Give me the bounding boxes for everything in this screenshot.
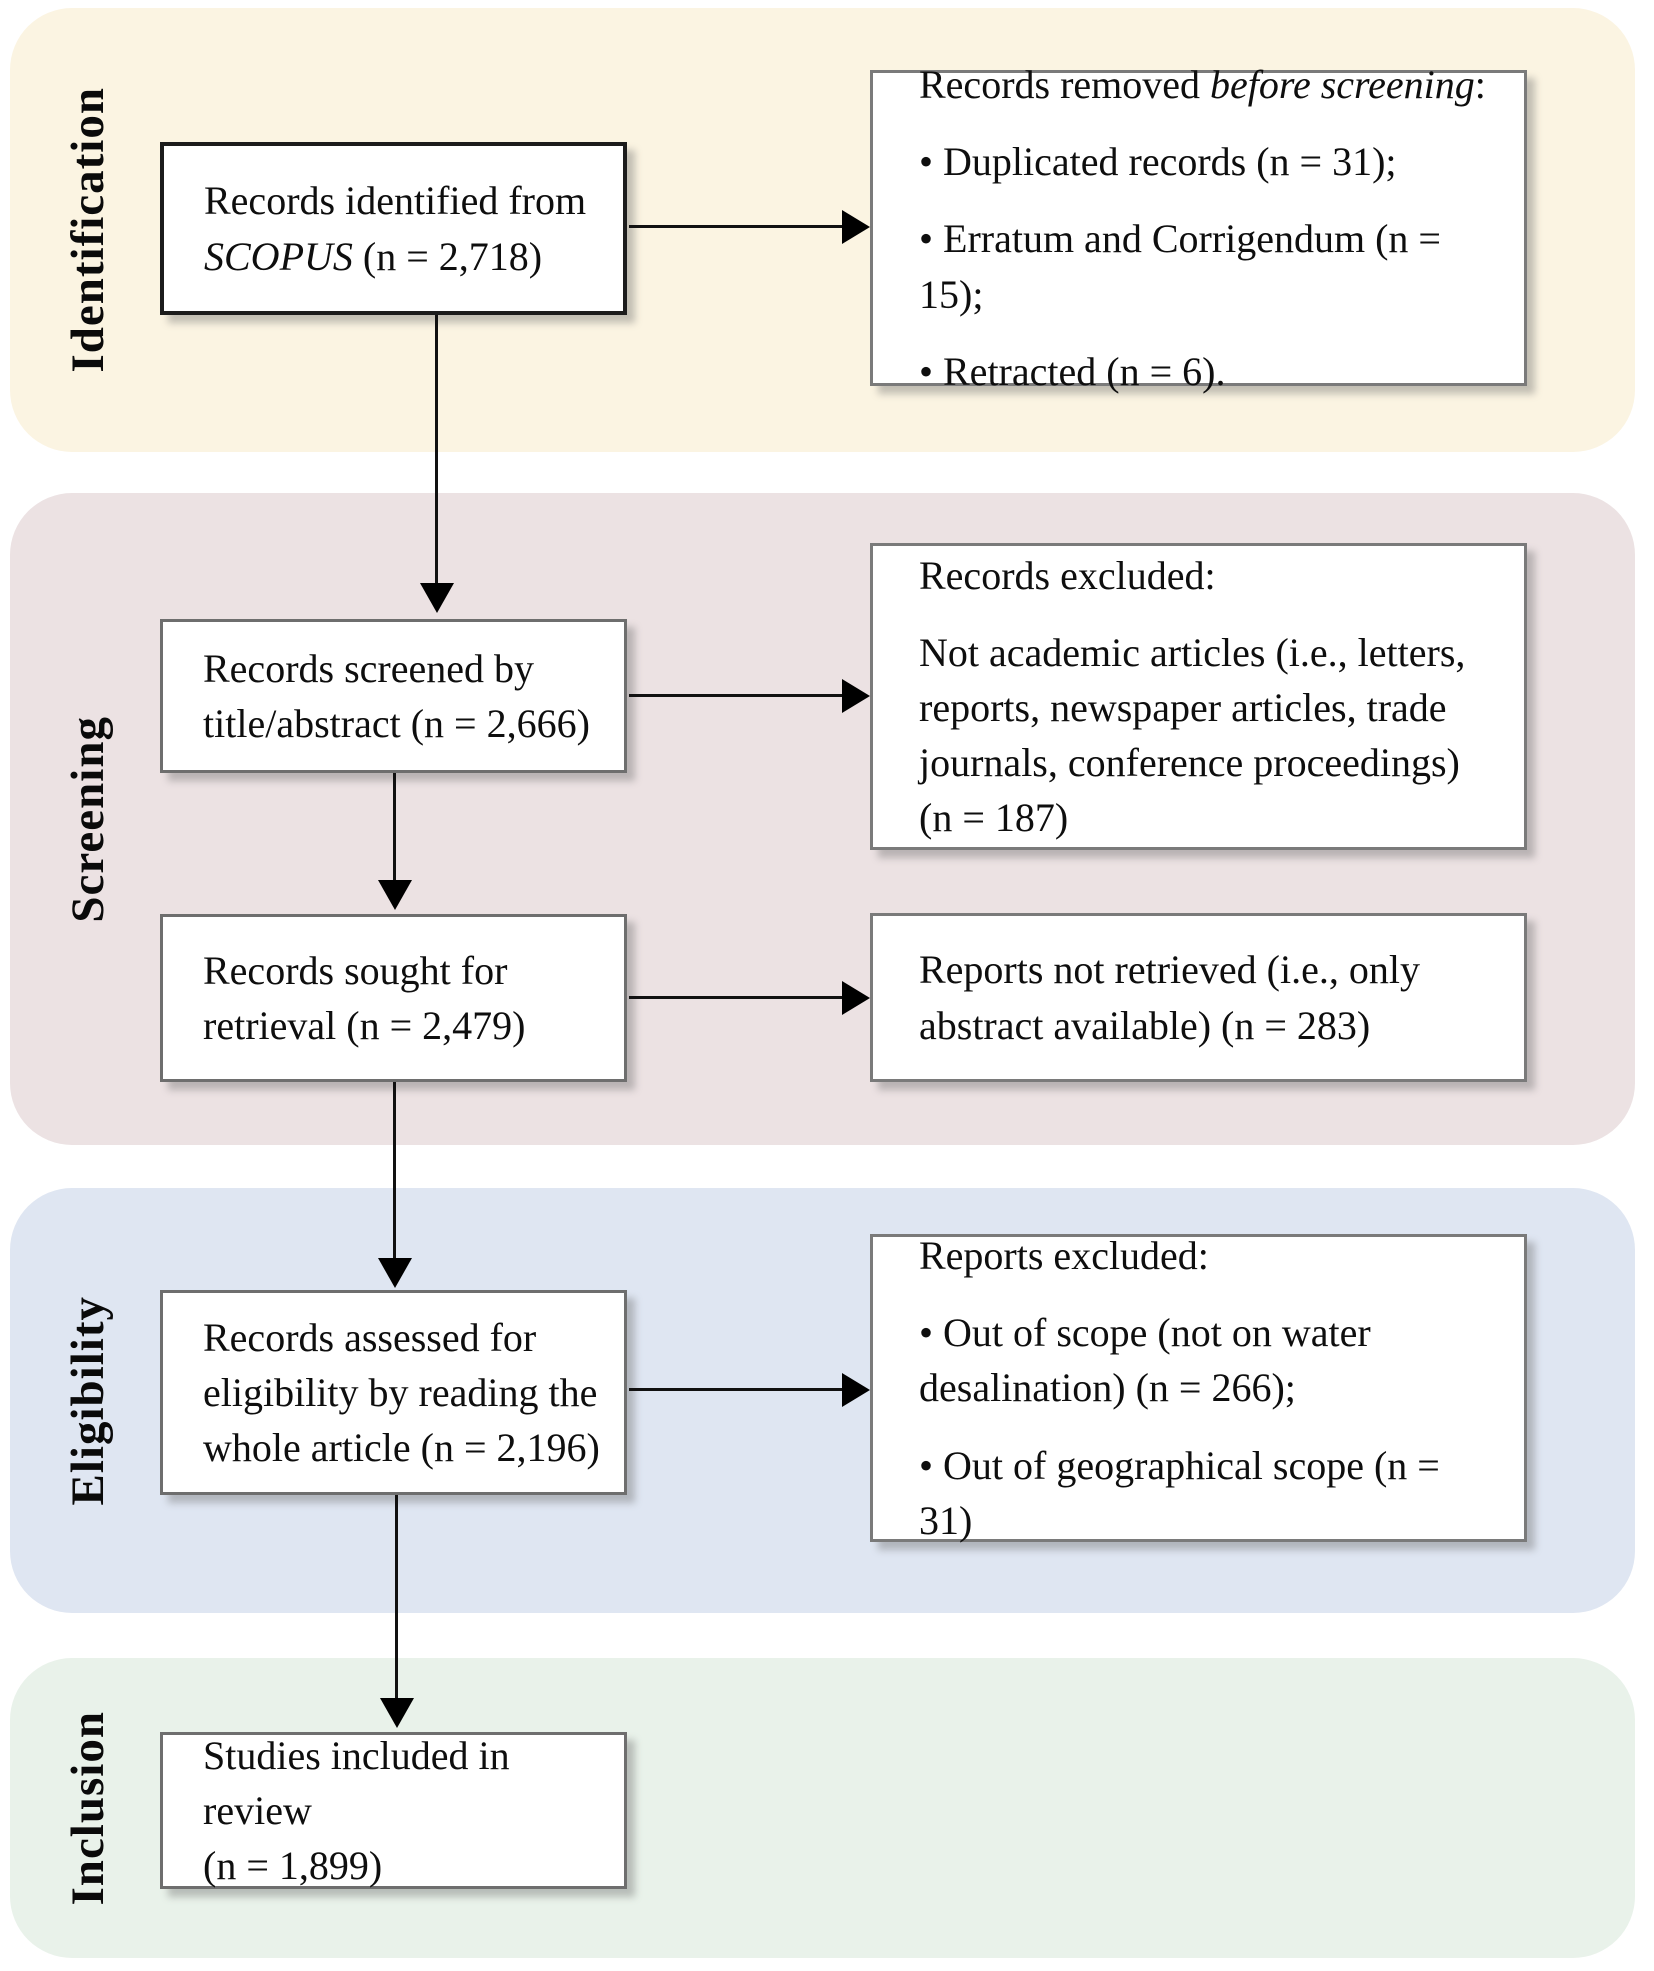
records-removed-box: Records removed before screening: • Dupl…	[870, 62, 1527, 394]
arrow-identified-to-removed-head-icon	[842, 210, 870, 244]
arrow-identified-to-removed-line	[629, 225, 844, 228]
records-removed-title: Records removed before screening:	[919, 57, 1500, 112]
records-screened-box: Records screened by title/abstract (n = …	[160, 619, 627, 773]
reports-excluded-title: Reports excluded:	[919, 1233, 1209, 1279]
eligibility-label: Eligibility	[36, 1188, 140, 1613]
records-sought-line1: Records sought for	[203, 947, 508, 993]
records-assessed-line3: whole article (n = 2,196)	[203, 1425, 600, 1471]
arrow-sought-to-not-retrieved-head-icon	[842, 981, 870, 1015]
reports-excluded-bullet-scope: • Out of scope (not on water desalinatio…	[919, 1305, 1500, 1415]
removed-bullet-erratum: • Erratum and Corrigendum (n = 15);	[919, 216, 1441, 317]
studies-included-box: Studies included in review (n = 1,899)	[160, 1732, 627, 1889]
arrow-assessed-to-reports-excluded-line	[629, 1388, 844, 1391]
reports-excluded-bullet-scope-line2: desalination) (n = 266);	[919, 1365, 1296, 1411]
records-identified-line1: Records identified from	[204, 178, 587, 224]
arrow-identified-to-screened-line	[435, 315, 438, 583]
reports-not-retrieved-box: Reports not retrieved (i.e., only abstra…	[870, 913, 1527, 1082]
arrow-screened-to-excluded-line	[629, 694, 844, 697]
removed-bullet-duplicated: • Duplicated records (n = 31);	[919, 139, 1397, 185]
arrow-screened-to-sought-line	[393, 773, 396, 880]
records-excluded-box: Records excluded: Not academic articles …	[870, 543, 1527, 850]
records-identified-line2: SCOPUS (n = 2,718)	[204, 229, 603, 284]
arrow-screened-to-sought-head-icon	[378, 880, 412, 910]
arrow-assessed-to-included-head-icon	[380, 1698, 414, 1728]
studies-included-line2: (n = 1,899)	[203, 1843, 383, 1889]
records-screened-line1: Records screened by	[203, 645, 534, 691]
records-identified-count: (n = 2,718)	[352, 233, 543, 279]
arrow-assessed-to-included-line	[395, 1495, 398, 1698]
records-assessed-line1: Records assessed for	[203, 1314, 537, 1360]
inclusion-label-text: Inclusion	[62, 1710, 114, 1906]
arrow-sought-to-not-retrieved-line	[629, 996, 844, 999]
reports-excluded-bullet-scope-line1: • Out of scope (not on water	[919, 1310, 1371, 1356]
arrow-sought-to-assessed-line	[393, 1082, 396, 1258]
records-removed-title-suffix: :	[1474, 62, 1486, 108]
records-sought-box: Records sought for retrieval (n = 2,479)	[160, 914, 627, 1082]
records-sought-line2: retrieval (n = 2,479)	[203, 1003, 526, 1048]
reports-excluded-box: Reports excluded: • Out of scope (not on…	[870, 1233, 1527, 1543]
records-identified-box: Records identified from SCOPUS (n = 2,71…	[160, 142, 627, 315]
identification-label: Identification	[36, 8, 140, 452]
removed-bullet-retracted: • Retracted (n = 6).	[919, 348, 1226, 394]
inclusion-label: Inclusion	[36, 1658, 140, 1958]
reports-excluded-bullet-geo: • Out of geographical scope (n = 31)	[919, 1442, 1440, 1543]
records-excluded-title: Records excluded:	[919, 552, 1216, 598]
identification-label-text: Identification	[62, 87, 114, 373]
records-assessed-line2: eligibility by reading the	[203, 1369, 598, 1415]
records-excluded-body-line4: (n = 187)	[919, 795, 1069, 841]
records-excluded-body-line2: reports, newspaper articles, trade	[919, 684, 1447, 730]
arrow-identified-to-screened-head-icon	[420, 583, 454, 613]
arrow-sought-to-assessed-head-icon	[378, 1258, 412, 1288]
not-retrieved-line1: Reports not retrieved (i.e., only	[919, 947, 1420, 993]
scopus-italic: SCOPUS	[204, 233, 353, 279]
records-screened-line2: title/abstract (n = 2,666)	[203, 701, 590, 746]
before-screening-italic: before screening	[1210, 62, 1475, 108]
arrow-assessed-to-reports-excluded-head-icon	[842, 1373, 870, 1407]
eligibility-label-text: Eligibility	[62, 1295, 114, 1506]
records-assessed-box: Records assessed for eligibility by read…	[160, 1290, 627, 1495]
records-excluded-body-line1: Not academic articles (i.e., letters,	[919, 629, 1466, 675]
not-retrieved-line2: abstract available) (n = 283)	[919, 1002, 1371, 1048]
studies-included-line1: Studies included in review	[203, 1732, 510, 1833]
screening-label: Screening	[36, 493, 140, 1145]
records-excluded-body-line3: journals, conference proceedings)	[919, 740, 1460, 786]
arrow-screened-to-excluded-head-icon	[842, 679, 870, 713]
screening-label-text: Screening	[62, 715, 114, 923]
records-removed-title-prefix: Records removed	[919, 62, 1211, 108]
